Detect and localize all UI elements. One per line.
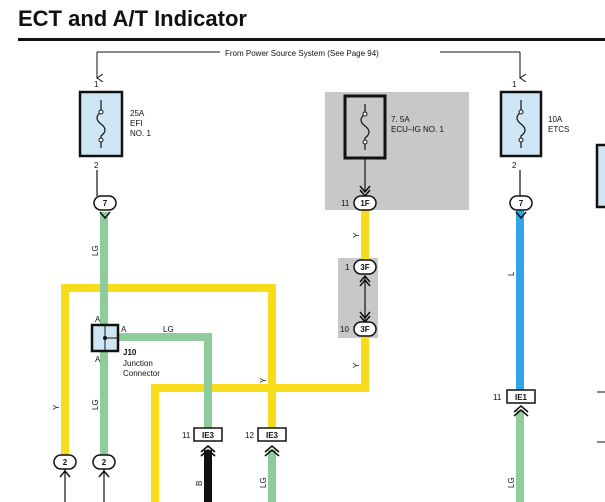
connector-3f-bottom-code: 3F xyxy=(360,325,369,334)
fuse-efi: 1 2 25A EFI NO. 1 xyxy=(78,80,151,170)
connector-ie3-left-pin: 11 xyxy=(182,431,191,440)
connector-3f-bottom-pin: 10 xyxy=(340,325,349,334)
connector-1f-pin: 11 xyxy=(341,199,350,208)
wire-y-left-loop xyxy=(61,284,276,460)
junction-pin-top: A xyxy=(95,315,101,324)
connector-ie3-left: IE3 11 xyxy=(182,427,223,457)
fuse-efi-name-1: EFI xyxy=(130,119,142,128)
fuse-ecu-ig-rating: 7. 5A xyxy=(391,115,410,124)
connector-3f-top-code: 3F xyxy=(360,263,369,272)
connector-2-left: 2 xyxy=(53,454,77,478)
wire-label-lg-left-upper: LG xyxy=(91,245,100,256)
connector-ie1-code: IE1 xyxy=(515,393,528,402)
connector-ie3-right-pin: 12 xyxy=(245,431,254,440)
connector-ie3-right: IE3 12 xyxy=(245,427,287,457)
fuse-etcs-name: ETCS xyxy=(548,125,569,134)
wire-label-lg-left-lower: LG xyxy=(91,399,100,410)
connector-2-right-label: 2 xyxy=(102,458,107,467)
connector-1f-code: 1F xyxy=(360,199,369,208)
junction-desc-1: Junction xyxy=(123,359,153,368)
fuse-efi-pin-out: 2 xyxy=(94,161,99,170)
fuse-efi-name-2: NO. 1 xyxy=(130,129,151,138)
wire-label-lg-right-lower: LG xyxy=(507,477,516,488)
connector-7-left: 7 xyxy=(93,195,117,220)
title-underline xyxy=(18,38,605,41)
power-source-bus: From Power Source System (See Page 94) xyxy=(97,49,520,78)
connector-7-right-label: 7 xyxy=(519,199,524,208)
connector-1f: 1F 11 xyxy=(341,185,377,211)
fuse-etcs-rating: 10A xyxy=(548,115,563,124)
connector-7-left-label: 7 xyxy=(103,199,108,208)
wire-label-lg-mid-lower: LG xyxy=(259,477,268,488)
fuse-efi-pin-in: 1 xyxy=(94,80,99,89)
connector-ie1-pin: 11 xyxy=(493,393,502,402)
wire-label-l-right: L xyxy=(507,271,516,276)
fuse-etcs: 1 2 10A ETCS xyxy=(499,80,569,170)
wire-label-y-center-lower: Y xyxy=(352,362,361,368)
partial-component-right xyxy=(595,143,605,209)
page-title: ECT and A/T Indicator xyxy=(18,6,247,31)
wire-y-center-lower xyxy=(151,336,369,502)
wire-lg-branch xyxy=(118,333,212,430)
connector-3f-top-pin: 1 xyxy=(345,263,350,272)
junction-code: J10 xyxy=(123,348,137,357)
connector-2-right: 2 xyxy=(92,454,116,478)
connector-ie3-right-code: IE3 xyxy=(266,431,279,440)
wire-label-lg-branch: LG xyxy=(163,325,174,334)
wire-label-b-lower: B xyxy=(195,481,204,486)
wire-label-y-mid: Y xyxy=(259,377,268,383)
connector-ie1: IE1 11 xyxy=(493,389,536,417)
fuse-ecu-ig: 7. 5A ECU–IG NO. 1 xyxy=(343,94,444,160)
junction-connector-j10: A A A J10 Junction Connector xyxy=(90,315,160,378)
fuse-etcs-pin-in: 1 xyxy=(512,80,517,89)
junction-pin-bottom: A xyxy=(95,355,101,364)
connector-7-right: 7 xyxy=(509,195,533,220)
fuse-efi-rating: 25A xyxy=(130,109,145,118)
wire-label-y-center-upper: Y xyxy=(352,232,361,238)
fuse-ecu-ig-name: ECU–IG NO. 1 xyxy=(391,125,444,134)
wire-label-y-left: Y xyxy=(52,404,61,410)
connector-3f-top: 3F 1 xyxy=(345,259,377,287)
junction-pin-side: A xyxy=(121,325,127,334)
junction-desc-2: Connector xyxy=(123,369,160,378)
connector-ie3-left-code: IE3 xyxy=(202,431,215,440)
power-source-label: From Power Source System (See Page 94) xyxy=(225,49,379,58)
fuse-etcs-pin-out: 2 xyxy=(512,161,517,170)
connector-2-left-label: 2 xyxy=(63,458,68,467)
connector-3f-bottom: 3F 10 xyxy=(340,311,377,337)
